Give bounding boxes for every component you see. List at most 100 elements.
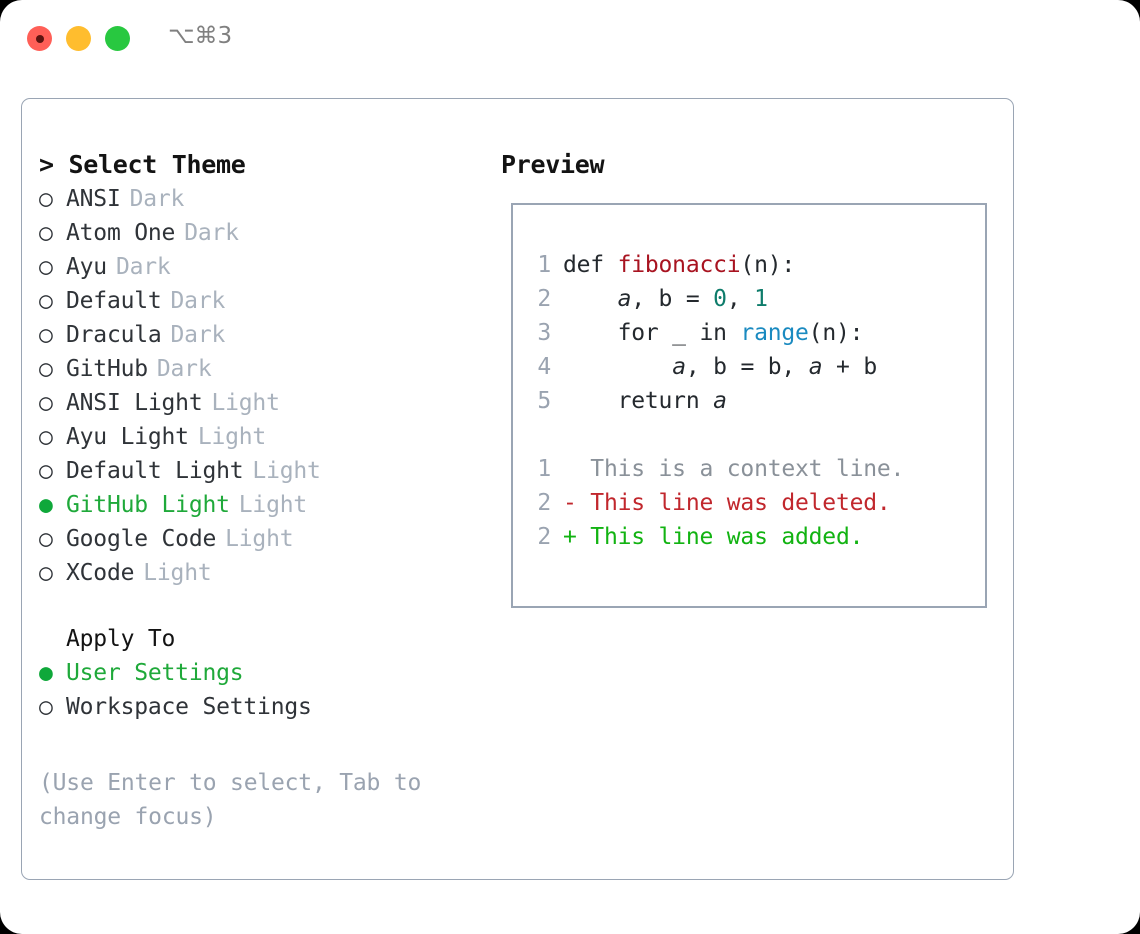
code-token: b [713, 354, 727, 380]
code-token: (n): [808, 320, 864, 346]
apply-to-list: ●User Settings○Workspace Settings [39, 656, 479, 724]
theme-name-label: Default Light [66, 458, 244, 484]
radio-unselected-icon: ○ [39, 560, 53, 586]
code-token: (n): [740, 252, 796, 278]
diff-text: This is a context line. [576, 456, 905, 482]
help-text: (Use Enter to select, Tab to change focu… [39, 770, 422, 830]
apply-to-item[interactable]: ○Workspace Settings [39, 690, 479, 724]
theme-list-item[interactable]: ○ Dracula Dark [39, 318, 479, 352]
select-theme-header: > Select Theme [39, 150, 246, 179]
radio-unselected-icon: ○ [39, 322, 53, 348]
theme-variant-tag: Dark [129, 186, 185, 212]
theme-variant-tag: Light [238, 492, 308, 518]
code-token: a [808, 354, 823, 380]
radio-unselected-icon: ○ [39, 458, 53, 484]
code-token [563, 354, 672, 380]
theme-name-label: ANSI Light [66, 390, 203, 416]
radio-unselected-icon: ○ [39, 526, 53, 552]
close-button-icon[interactable] [27, 26, 52, 51]
line-number: 5 [537, 388, 551, 414]
preview-header: Preview [501, 150, 605, 179]
theme-name-label: XCode [66, 560, 135, 586]
theme-list-item[interactable]: ○ Default Light Light [39, 454, 479, 488]
apply-to-header: Apply To [66, 626, 176, 652]
diff-marker: + [563, 524, 577, 550]
title-bar: ⌥⌘3 [0, 0, 1140, 78]
maximize-button-icon[interactable] [105, 26, 130, 51]
theme-name-label: GitHub Light [66, 492, 230, 518]
code-token: a [672, 354, 686, 380]
line-number: 2 [537, 524, 551, 550]
preview-column: Preview [501, 148, 1001, 182]
traffic-lights [27, 26, 130, 51]
code-token: a [617, 286, 632, 312]
line-number: 1 [537, 252, 551, 278]
line-number: 3 [537, 320, 551, 346]
theme-list-item[interactable]: ○ Atom One Dark [39, 216, 479, 250]
keyboard-shortcut-label: ⌥⌘3 [168, 23, 233, 49]
theme-name-label: Ayu [66, 254, 107, 280]
radio-unselected-icon: ○ [39, 356, 53, 382]
theme-list-item[interactable]: ○ ANSI Dark [39, 182, 479, 216]
code-token: b [767, 354, 782, 380]
radio-selected-icon: ● [39, 660, 53, 686]
theme-name-label: GitHub [66, 356, 148, 382]
theme-name-label: Ayu Light [66, 424, 189, 450]
code-token: return [563, 388, 714, 414]
theme-variant-tag: Light [252, 458, 321, 484]
theme-name-label: Default [66, 288, 162, 314]
radio-unselected-icon: ○ [39, 220, 53, 246]
code-token: , [781, 354, 809, 380]
code-token: b [863, 354, 877, 380]
apply-to-item[interactable]: ●User Settings [39, 656, 479, 690]
apply-to-label: Workspace Settings [66, 694, 312, 720]
theme-variant-tag: Dark [184, 220, 239, 246]
radio-unselected-icon: ○ [39, 390, 53, 416]
theme-variant-tag: Dark [115, 254, 171, 280]
theme-name-label: Atom One [66, 220, 176, 246]
theme-name-label: ANSI [66, 186, 121, 212]
theme-name-label: Dracula [66, 322, 162, 348]
apply-to-header-row: Apply To [39, 622, 479, 656]
code-token: for _ in [563, 320, 741, 346]
line-number: 4 [537, 354, 551, 380]
code-token [563, 286, 618, 312]
theme-variant-tag: Dark [170, 322, 226, 348]
minimize-button-icon[interactable] [66, 26, 91, 51]
theme-variant-tag: Light [197, 424, 267, 450]
code-token: = [672, 286, 714, 312]
apply-to-spacer [39, 590, 479, 622]
radio-unselected-icon: ○ [39, 186, 53, 212]
diff-line: 2 + This line was added. [527, 520, 904, 554]
diff-marker [563, 456, 577, 482]
code-line: 2 a, b = 0, 1 [527, 282, 904, 316]
code-token: 0 [713, 286, 727, 312]
apply-to-bullet-placeholder [39, 622, 66, 656]
radio-unselected-icon: ○ [39, 288, 53, 314]
code-token: fibonacci [617, 252, 741, 278]
line-number: 2 [537, 490, 551, 516]
code-line: 4 a, b = b, a + b [527, 350, 904, 384]
code-token: 1 [754, 286, 768, 312]
diff-text: This line was added. [576, 524, 864, 550]
code-token: , [685, 354, 714, 380]
diff-line: 2- This line was deleted. [527, 486, 904, 520]
code-token: + [822, 354, 864, 380]
line-number: 2 [537, 286, 551, 312]
